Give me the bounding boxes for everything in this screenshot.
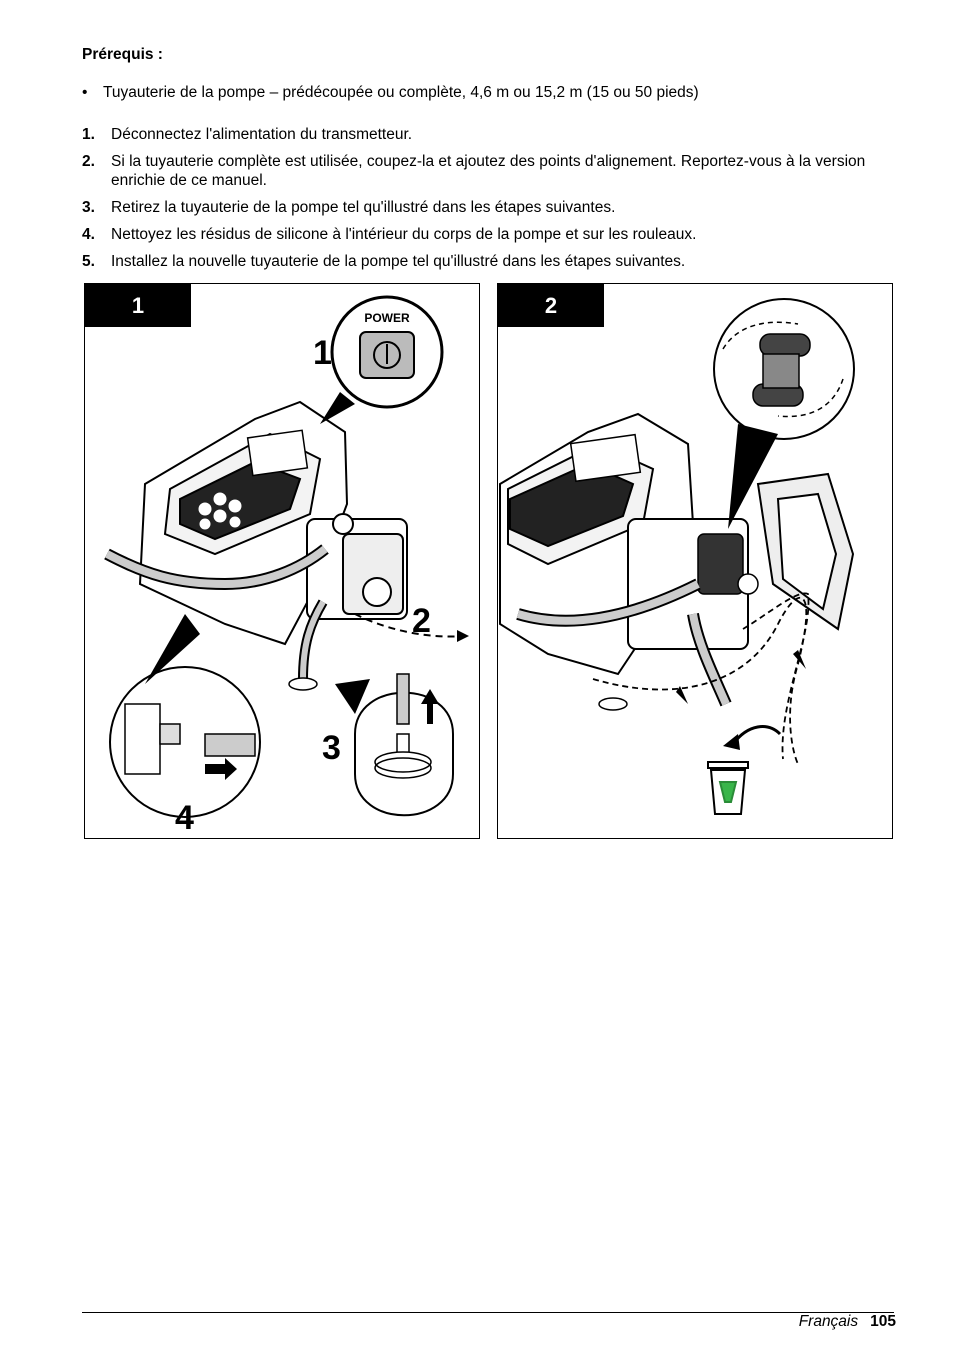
fitting-base — [288, 677, 318, 691]
step-text: Retirez la tuyauterie de la pompe tel qu… — [111, 199, 616, 216]
pump-head — [306, 513, 408, 620]
pump-display — [246, 429, 309, 477]
keypad — [198, 492, 242, 530]
prerequisite-text: Tuyauterie de la pompe – prédécoupée ou … — [103, 84, 699, 101]
step-item: 2. Si la tuyauterie complète est utilisée… — [82, 152, 882, 190]
page-number: 105 — [870, 1313, 896, 1330]
step-number: 2. — [82, 153, 95, 170]
step-text: Nettoyez les résidus de silicone à l'int… — [111, 226, 697, 243]
tube-removal-illustration — [499, 298, 855, 815]
rotor-detail — [752, 333, 811, 407]
pump-disconnect-illustration: POWER 1 2 3 4 — [104, 295, 469, 837]
step-number: 3. — [82, 199, 95, 216]
fitting-base — [598, 697, 628, 711]
dashed-arrow — [354, 613, 466, 638]
page-footer: Français 105 — [799, 1313, 896, 1331]
callout-2: 2 — [412, 602, 431, 640]
step-number: 5. — [82, 253, 95, 270]
step-item: 5. Installez la nouvelle tuyauterie de la… — [82, 252, 882, 271]
figure-panel-2: 2 — [497, 283, 893, 839]
tubing-fill — [105, 545, 328, 589]
footer-language: Français — [798, 1313, 859, 1330]
footer-rule — [82, 1312, 894, 1313]
recycle-bin-icon — [707, 761, 749, 815]
up-arrow-icon — [421, 689, 439, 724]
step-item: 1. Déconnectez l'alimentation du transmet… — [82, 125, 882, 144]
figure-tab-1: 1 — [85, 284, 191, 327]
rotor — [697, 533, 759, 595]
callout-3: 3 — [322, 729, 341, 767]
bullet-glyph: • — [82, 84, 88, 101]
prerequisites-heading: Prérequis : — [82, 46, 163, 63]
power-label: POWER — [364, 311, 410, 325]
figure-panel-1: POWER 1 2 3 4 1 — [84, 283, 480, 839]
removed-tubing-dashed — [592, 596, 808, 765]
power-icon — [373, 341, 401, 369]
pump-display — [569, 433, 642, 483]
prerequisite-item: • Tuyauterie de la pompe – prédécoupée ou… — [82, 84, 699, 102]
callout-4: 4 — [175, 799, 194, 837]
step-text: Installez la nouvelle tuyauterie de la p… — [111, 253, 686, 270]
step-number: 4. — [82, 226, 95, 243]
step-text: Déconnectez l'alimentation du transmette… — [111, 126, 413, 143]
figure-tab-2: 2 — [498, 284, 604, 327]
step-number: 1. — [82, 126, 95, 143]
curved-arrow-icon — [731, 725, 782, 745]
right-arrow-icon — [205, 758, 237, 780]
step-item: 4. Nettoyez les résidus de silicone à l'i… — [82, 225, 882, 244]
step-text: Si la tuyauterie complète est utilisée, … — [111, 153, 866, 189]
callout-1: 1 — [313, 334, 332, 372]
procedure-steps: 1. Déconnectez l'alimentation du transmet… — [82, 125, 882, 279]
arrow-icon — [793, 650, 806, 669]
step-item: 3. Retirez la tuyauterie de la pompe tel … — [82, 198, 882, 217]
arrow-icon — [676, 686, 688, 704]
